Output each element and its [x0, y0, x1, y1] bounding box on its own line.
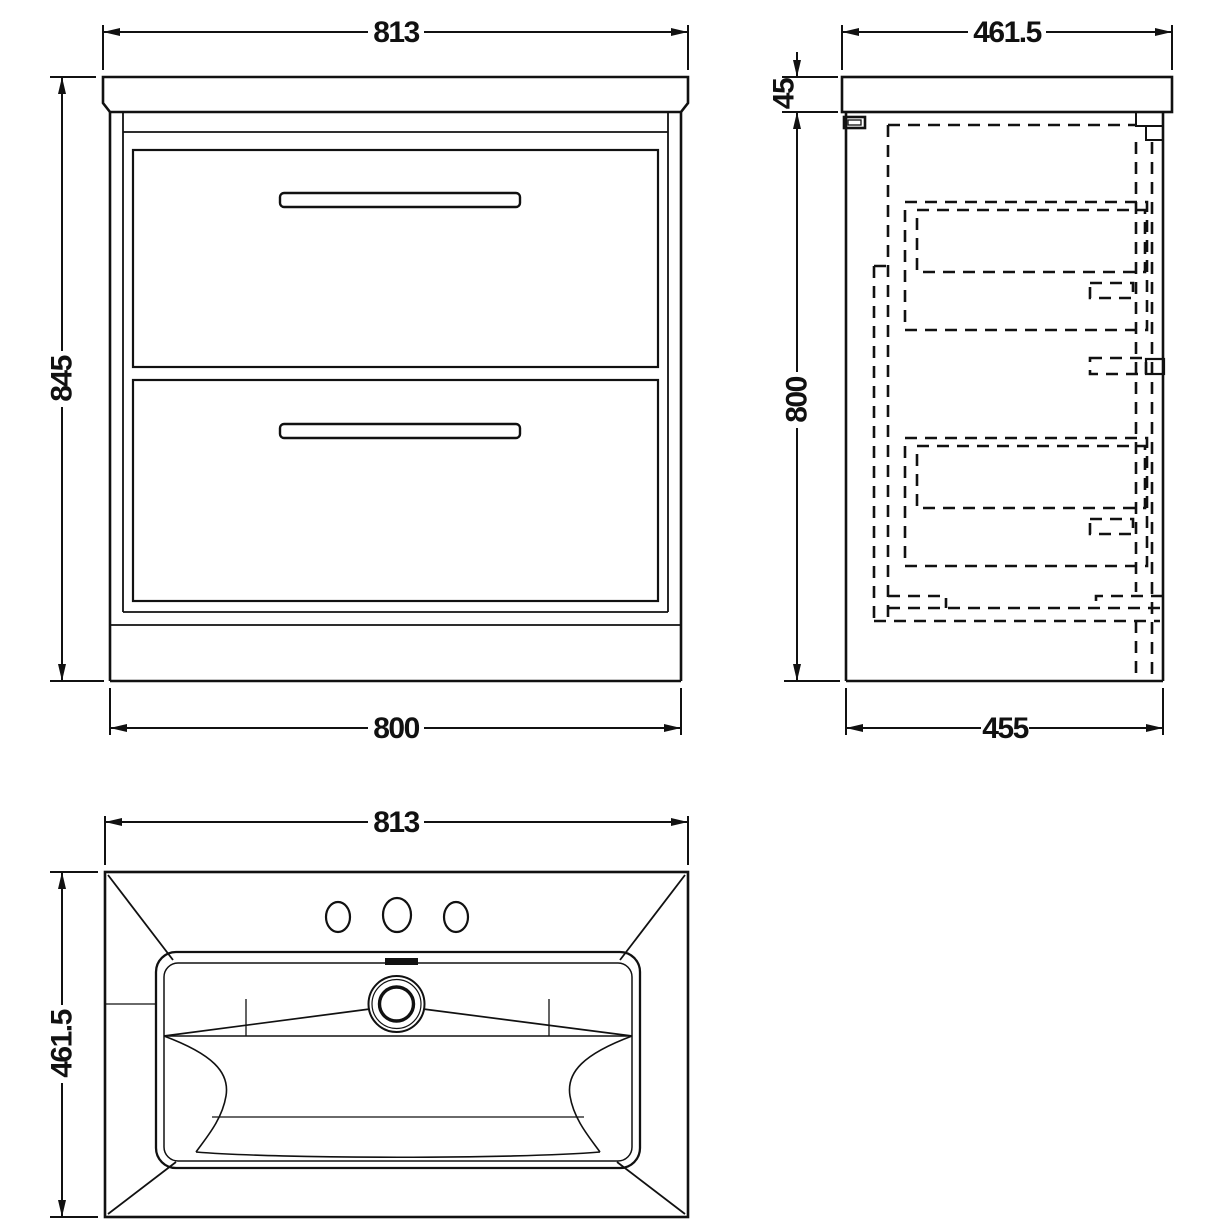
arrowhead-up	[58, 77, 66, 94]
basin-slope-left	[163, 1008, 371, 1037]
plan-corner-diagonal-br	[616, 1161, 686, 1215]
dim-side-top-depth: 461.5	[841, 16, 1173, 70]
arrowhead-down	[793, 664, 801, 681]
front-worktop	[101, 75, 690, 114]
side-drawer-1-box	[915, 208, 1147, 274]
arrowhead-left	[842, 28, 859, 36]
dim-label-side-bottom-depth: 455	[982, 712, 1028, 745]
front-view	[101, 75, 690, 683]
dim-side-worktop-height: 45	[768, 52, 838, 113]
arrowhead-left	[103, 28, 120, 36]
dim-plan-depth: 461.5	[46, 871, 98, 1218]
side-back-leg-hidden	[872, 264, 888, 621]
side-front-rail-bar	[1144, 357, 1166, 376]
dim-plan-width: 813	[104, 806, 689, 865]
arrowhead-left	[846, 724, 863, 732]
tap-hole-right	[442, 900, 470, 934]
dim-side-bottom-depth: 455	[845, 688, 1164, 745]
side-view	[840, 75, 1174, 683]
tap-hole-center	[381, 896, 413, 934]
side-fixing-bracket	[842, 115, 867, 130]
dim-label-side-worktop-height: 45	[768, 78, 801, 109]
dim-label-front-top-width: 813	[373, 16, 419, 49]
side-worktop	[840, 75, 1174, 114]
plan-corner-diagonal-bl	[107, 1161, 177, 1215]
arrowhead-down	[58, 1200, 66, 1217]
basin-rim-outer	[154, 950, 642, 1170]
side-fixing-bracket-inner	[847, 119, 862, 126]
side-rear-foot-hidden	[888, 594, 948, 608]
dim-front-height: 845	[46, 76, 104, 682]
side-front-top-step-2	[1145, 125, 1164, 141]
side-hidden-structure	[872, 123, 1163, 679]
plan-view	[103, 870, 690, 1219]
basin-bowl-bottom	[195, 1151, 601, 1159]
plan-outer-rim	[103, 870, 690, 1219]
front-drawer-1-handle	[278, 191, 522, 209]
tap-hole-left	[324, 900, 352, 934]
basin-slope-right	[422, 1008, 633, 1037]
arrowhead-right	[671, 818, 688, 826]
dim-front-bottom-width: 800	[109, 688, 682, 745]
dim-label-front-bottom-width: 800	[373, 712, 419, 745]
arrowhead-left	[105, 818, 122, 826]
waste-drain-outer	[367, 975, 426, 1033]
side-mid-rail-fitting	[1088, 356, 1148, 376]
dim-side-cabinet-height: 800	[781, 112, 840, 682]
extension-line	[782, 76, 838, 113]
arrowhead-right	[671, 28, 688, 36]
plan-corner-diagonal-tl	[107, 874, 174, 961]
waste-drain-ring	[371, 978, 422, 1030]
overflow-slot	[385, 958, 418, 965]
side-drawer-1-runner	[903, 200, 1149, 332]
arrowhead-up	[58, 872, 66, 889]
side-front-top-step-1	[1135, 111, 1164, 127]
dim-label-plan-width: 813	[373, 806, 419, 839]
dim-label-side-cabinet-height: 800	[781, 376, 814, 422]
arrowhead-right	[1155, 28, 1172, 36]
arrowhead-left	[110, 724, 127, 732]
front-drawer-1	[131, 148, 660, 369]
side-drawer-2-runner	[903, 436, 1149, 568]
plan-corner-diagonal-tr	[619, 874, 686, 961]
side-drawer-2-fitting	[1088, 517, 1135, 536]
side-front-foot-hidden	[1094, 594, 1163, 608]
extension-line	[50, 871, 98, 1218]
basin-bowl-wall-left	[163, 1035, 228, 1153]
extension-line	[50, 76, 104, 682]
arrowhead-up	[793, 112, 801, 129]
dim-label-side-top-depth: 461.5	[973, 16, 1041, 49]
arrowhead-down	[58, 664, 66, 681]
dim-front-top-width: 813	[102, 16, 689, 70]
dim-label-front-height: 845	[46, 355, 79, 401]
arrowhead-right	[1146, 724, 1163, 732]
extension-line	[104, 816, 689, 865]
basin-bowl-wall-right	[568, 1035, 633, 1153]
arrowhead-down	[793, 60, 801, 77]
waste-drain-hole	[377, 985, 416, 1023]
front-drawer-2-handle	[278, 422, 522, 440]
dimensions: 813 845 800 461.5	[46, 16, 1173, 1218]
side-drawer-2-box	[915, 444, 1147, 510]
arrowhead-right	[664, 724, 681, 732]
side-drawer-1-fitting	[1088, 281, 1135, 300]
front-drawer-2	[131, 378, 660, 603]
dim-label-plan-depth: 461.5	[46, 1009, 79, 1077]
